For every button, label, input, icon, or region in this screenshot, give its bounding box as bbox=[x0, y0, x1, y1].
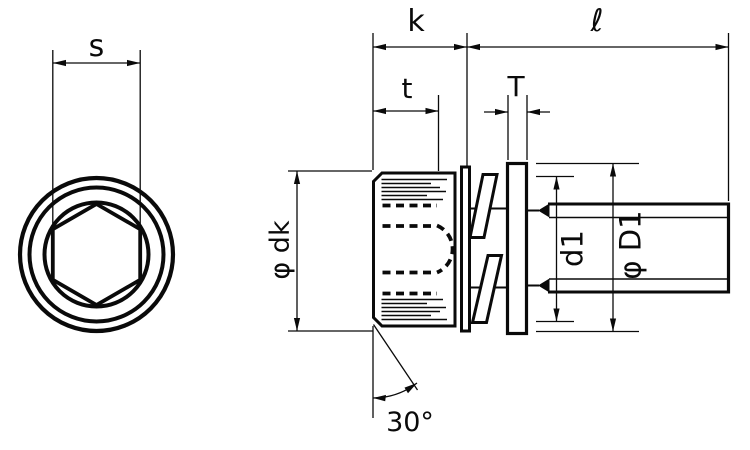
angle-arrow-right bbox=[404, 383, 417, 394]
angle-leader-line bbox=[372, 324, 419, 391]
head-diameter-dimension: φ dk bbox=[265, 170, 373, 332]
knurl-lines-top bbox=[381, 178, 447, 201]
d1-label: d1 bbox=[556, 230, 590, 267]
k-arrow-right bbox=[454, 43, 467, 51]
dk-label: φ dk bbox=[265, 220, 296, 280]
socket-entry-circle bbox=[42, 200, 151, 309]
flat-washer bbox=[505, 161, 529, 336]
dk-arrow-top bbox=[293, 171, 301, 184]
head-front-view: s bbox=[17, 29, 176, 334]
D1-arrow-bottom bbox=[609, 318, 617, 332]
hidden-socket-lines bbox=[382, 203, 455, 296]
thread-runout-top bbox=[538, 203, 550, 218]
chamfer-angle-annotation: 30° bbox=[372, 324, 434, 438]
t-arrow-left bbox=[373, 107, 386, 115]
t-dimension: t bbox=[373, 72, 440, 171]
head-side bbox=[372, 171, 457, 328]
T-label: T bbox=[506, 70, 525, 103]
s-arrow-right bbox=[127, 59, 141, 67]
t-label: t bbox=[402, 72, 413, 105]
head-outline bbox=[372, 171, 457, 328]
head-outer-circle bbox=[17, 175, 176, 334]
k-arrow-left bbox=[373, 43, 386, 51]
dk-arrow-bottom bbox=[293, 318, 301, 331]
hex-socket-outline bbox=[50, 201, 143, 308]
spring-washer-band bbox=[460, 165, 471, 333]
s-arrow-left bbox=[52, 59, 66, 67]
length-label: ℓ bbox=[590, 3, 604, 39]
spring-washer bbox=[460, 165, 504, 333]
length-arrow-right bbox=[715, 43, 729, 51]
spring-washer-coil-bottom bbox=[470, 254, 504, 324]
s-label: s bbox=[89, 29, 105, 64]
length-arrow-left bbox=[467, 43, 480, 51]
spring-washer-coil-top bbox=[468, 173, 499, 239]
length-dimension: ℓ bbox=[467, 3, 730, 201]
angle-arc bbox=[372, 382, 418, 399]
s-dimension: s bbox=[52, 29, 141, 228]
D1-label: φ D1 bbox=[614, 210, 648, 279]
flat-washer-od-dimension: φ D1 bbox=[536, 162, 648, 333]
T-arrow-right bbox=[527, 108, 540, 116]
chamfer-angle-label: 30° bbox=[386, 407, 434, 438]
k-label: k bbox=[407, 4, 425, 39]
t-arrow-right bbox=[425, 107, 439, 115]
thread-runout-bottom bbox=[538, 278, 550, 293]
threaded-shank bbox=[526, 202, 731, 294]
head-chamfer-circle bbox=[27, 185, 166, 324]
T-dimension: T bbox=[484, 70, 550, 160]
T-arrow-left bbox=[495, 108, 508, 116]
k-dimension: k bbox=[372, 4, 468, 170]
socket-bottom-arc bbox=[436, 223, 455, 275]
screw-side-view: k ℓ t T bbox=[265, 3, 731, 438]
spring-washer-od-dimension: d1 bbox=[536, 175, 590, 323]
knurl-lines-bottom bbox=[381, 298, 447, 321]
d1-arrow-top bbox=[553, 176, 560, 190]
d1-arrow-bottom bbox=[553, 308, 560, 322]
angle-arrow-left bbox=[373, 394, 386, 402]
D1-arrow-top bbox=[609, 163, 617, 177]
